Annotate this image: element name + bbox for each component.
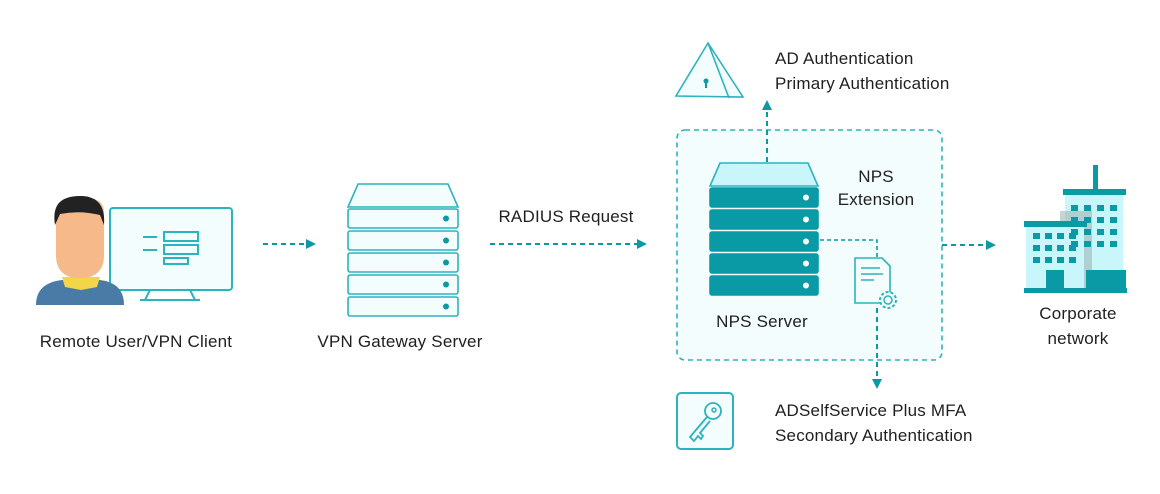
user-with-monitor-icon (36, 195, 233, 305)
building-icon (1024, 165, 1127, 293)
status-dot (443, 303, 449, 310)
nps-extension-label-2: Extension (838, 190, 914, 209)
window (1033, 245, 1040, 251)
window (1045, 233, 1052, 239)
window (1097, 205, 1104, 211)
window (1057, 245, 1064, 251)
status-dot (803, 194, 809, 201)
nps-extension-label-1: NPS (858, 167, 894, 186)
rack-unit (347, 296, 459, 317)
window (1045, 257, 1052, 263)
nps-server-rack-icon (708, 162, 820, 296)
window (1097, 241, 1104, 247)
rack-unit (347, 252, 459, 273)
window (1084, 229, 1091, 235)
corporate-label-2: network (1048, 329, 1109, 348)
rack-unit (709, 253, 819, 274)
rack-unit (709, 275, 819, 296)
document-gear-icon (854, 257, 897, 309)
window (1110, 241, 1117, 247)
window (1110, 217, 1117, 223)
rack-unit (347, 274, 459, 295)
status-dot (443, 237, 449, 244)
status-dot (803, 282, 809, 289)
mfa-label-1: ADSelfService Plus MFA (775, 401, 967, 420)
ad-auth-label-1: AD Authentication (775, 49, 914, 68)
window (1097, 229, 1104, 235)
rack-unit (347, 230, 459, 251)
window (1084, 205, 1091, 211)
window (1033, 233, 1040, 239)
ad-auth-label-2: Primary Authentication (775, 74, 949, 93)
window (1057, 233, 1064, 239)
window (1110, 229, 1117, 235)
radius-request-label: RADIUS Request (498, 207, 633, 226)
client-label: Remote User/VPN Client (40, 332, 232, 351)
window (1071, 241, 1078, 247)
window (1069, 233, 1076, 239)
vpn-gateway-label: VPN Gateway Server (317, 332, 482, 351)
vpn-server-rack-icon (346, 183, 460, 317)
rack-unit (709, 231, 819, 252)
window (1084, 217, 1091, 223)
status-dot (443, 215, 449, 222)
window (1071, 205, 1078, 211)
window (1069, 257, 1076, 263)
window (1071, 217, 1078, 223)
window (1097, 217, 1104, 223)
status-dot (803, 260, 809, 267)
status-dot (443, 259, 449, 266)
key-icon (676, 392, 734, 450)
window (1033, 257, 1040, 263)
window (1057, 257, 1064, 263)
window (1084, 241, 1091, 247)
rack-unit (347, 208, 459, 229)
corporate-label-1: Corporate (1039, 304, 1116, 323)
status-dot (803, 238, 809, 245)
window (1071, 229, 1078, 235)
status-dot (803, 216, 809, 223)
rack-unit (709, 209, 819, 230)
window (1045, 245, 1052, 251)
pyramid-lock-icon (674, 41, 745, 99)
status-dot (443, 281, 449, 288)
rack-unit (709, 187, 819, 208)
window (1110, 205, 1117, 211)
window (1069, 245, 1076, 251)
mfa-label-2: Secondary Authentication (775, 426, 973, 445)
nps-server-label: NPS Server (716, 312, 808, 331)
